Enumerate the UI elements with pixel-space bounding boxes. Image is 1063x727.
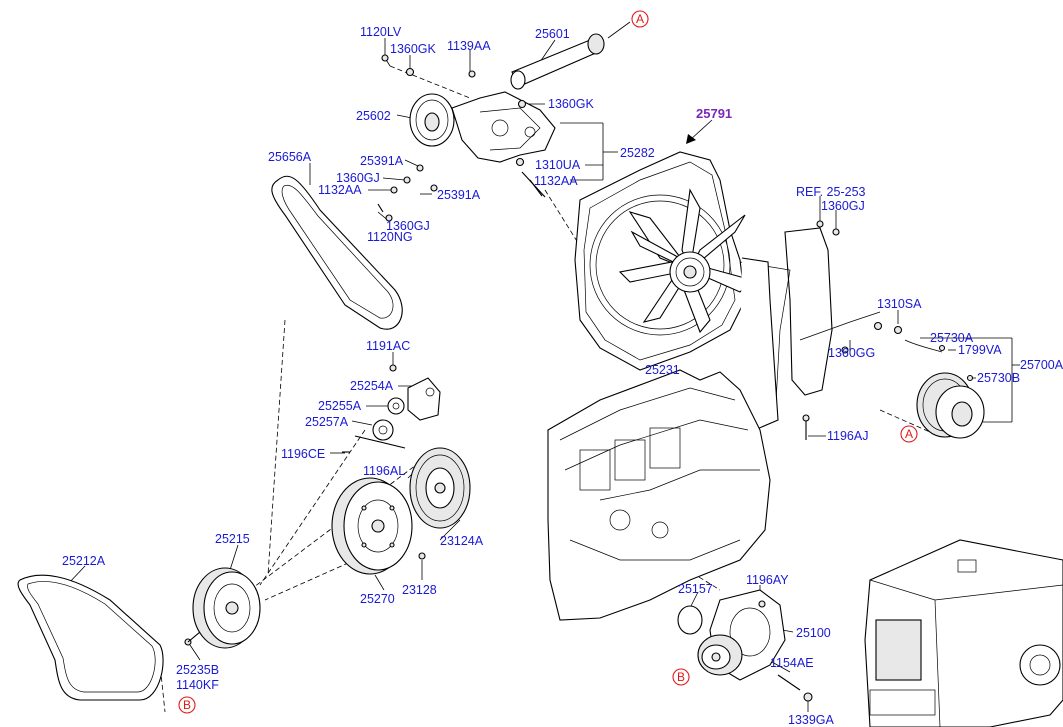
callout-a-top[interactable]: A [631,10,649,28]
label-1191ac[interactable]: 1191AC [366,339,410,353]
label-25100[interactable]: 25100 [796,626,831,640]
label-25282[interactable]: 25282 [620,146,655,160]
label-25656a[interactable]: 25656A [268,150,312,164]
fan-mounting-bracket [737,220,903,440]
label-25391a[interactable]: 25391A [360,154,404,168]
label-25255a[interactable]: 25255A [318,399,362,413]
label-1139aa[interactable]: 1139AA [447,39,491,53]
label-1154ae[interactable]: 1154AE [770,656,814,670]
label-25700a[interactable]: 25700A [1020,358,1063,372]
drive-belt-25656a [271,175,403,330]
crank-pulley-25215 [184,567,261,649]
label-25157[interactable]: 25157 [678,582,713,596]
callout-a-clutch[interactable]: A [900,425,918,443]
label-1799va[interactable]: 1799VA [958,343,1002,357]
label-25257a[interactable]: 25257A [305,415,349,429]
label-1196aj[interactable]: 1196AJ [827,429,868,443]
label-1140kf[interactable]: 1140KF [176,678,219,692]
label-25791[interactable]: 1120NG [367,230,413,244]
engine-block [547,369,771,621]
label-1339ga[interactable]: 1339GA [788,713,835,727]
label-1360gj-3[interactable]: REF. 25-253 [796,185,866,199]
label-1132aa[interactable]: 1132AA [318,183,362,197]
label-1196al[interactable]: 1196AL [363,464,405,478]
svg-text:B: B [677,670,685,684]
label-25254a[interactable]: 25254A [350,379,394,393]
callout-b-pump[interactable]: B [672,668,690,686]
pulley-25270 [331,477,413,575]
label-1360gk-2[interactable]: 1360GK [548,97,595,111]
part-labels: 1120LV 1360GK 1139AA 25601 1360GK 25602 … [62,25,1063,727]
label-1360gk[interactable]: 1360GK [390,42,437,56]
label-25270[interactable]: 25270 [360,592,395,606]
label-25602[interactable]: 25602 [356,109,391,123]
label-25601[interactable]: 25601 [535,27,570,41]
damper-pulley-23124a [409,447,471,560]
label-25215[interactable]: 25215 [215,532,250,546]
label-1196ce[interactable]: 1196CE [281,447,325,461]
callout-b-crank[interactable]: B [178,696,196,714]
svg-text:A: A [636,12,644,26]
idler-pulley-assembly [377,33,605,222]
label-25235b[interactable]: 25235B [176,663,219,677]
water-pump-25100 [677,589,813,702]
fan-shroud-25231 [574,151,746,371]
svg-text:B: B [183,698,191,712]
label-1310sa[interactable]: 1310SA [877,297,922,311]
label-1132aa-2[interactable]: 1132AA [534,174,578,188]
label-ref-25-253[interactable]: 25791 [696,106,732,121]
label-23128[interactable]: 23128 [402,583,437,597]
label-1360gg[interactable]: 1360GG [828,346,875,360]
label-1360gj[interactable]: 1360GJ [336,171,380,185]
label-25212a[interactable]: 25212A [62,554,106,568]
label-25231[interactable]: 25231 [645,363,680,377]
belt-tensioner-group [342,364,441,453]
label-1196ay[interactable]: 1196AY [746,573,789,587]
fan-blades [618,188,754,334]
drive-belt-25212a [17,574,164,701]
label-1360gj-2[interactable]: 1360GJ [386,219,430,233]
label-1120ng[interactable]: 1360GJ [821,199,865,213]
fan-clutch-25700a [904,339,985,439]
callout-markers: A A B B [178,10,918,714]
label-25391a-2[interactable]: 25391A [437,188,481,202]
label-25730a[interactable]: 25730A [930,331,974,345]
label-23124a[interactable]: 23124A [440,534,484,548]
vehicle-illustration [864,539,1063,727]
label-1310ua[interactable]: 1310UA [535,158,581,172]
label-1120lv[interactable]: 1120LV [360,25,402,39]
label-25730b[interactable]: 25730B [977,371,1020,385]
svg-text:A: A [905,427,913,441]
